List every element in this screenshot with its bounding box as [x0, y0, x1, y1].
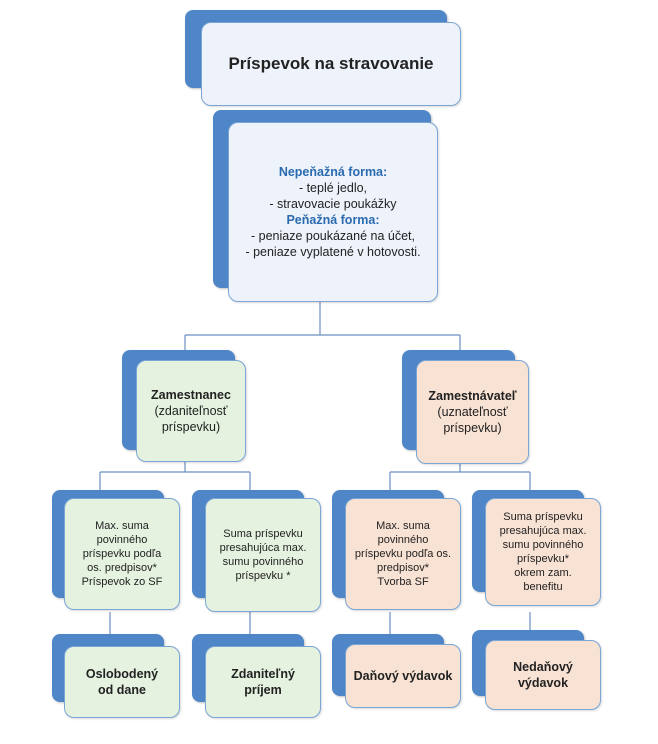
taxable-income-line-1: Zdaniteľný	[231, 667, 295, 681]
employer-excess-line-4: príspevku*	[517, 553, 569, 565]
employer-excess-line-6: benefitu	[523, 581, 563, 594]
employer-max-line-5: Tvorba SF	[377, 576, 429, 589]
employee-max-line-4: os. predpisov*	[87, 562, 157, 575]
non-tax-expense-line-1: Nedaňový	[513, 660, 573, 674]
employer-max-line-2: povinného	[377, 533, 429, 546]
taxable-income-line-2: príjem	[244, 683, 282, 697]
employee-max-line-5: Príspevok zo SF	[81, 576, 163, 589]
non-cash-item-2: - stravovacie poukážky	[269, 197, 397, 211]
employer-excess-line-5: okrem zam.	[514, 567, 572, 580]
employer-sub-2: príspevku)	[443, 421, 502, 435]
non-tax-expense-line-2: výdavok	[517, 676, 569, 690]
employer-sub-1: (uznateľnosť	[437, 405, 508, 419]
cash-item-1: - peniaze poukázané na účet,	[250, 229, 415, 243]
employee-excess-line-4: príspevku *	[235, 570, 291, 583]
employer-excess-line-1: Suma príspevku	[503, 510, 583, 523]
employer-max-line-3: príspevku podľa os.	[354, 547, 452, 560]
employee-max-line-3: príspevku podľa	[82, 547, 162, 560]
employee-sub-2: príspevku)	[161, 420, 221, 434]
employer-max-line-4: predpisov*	[377, 562, 429, 575]
employee-title: Zamestnanec	[151, 388, 231, 402]
employee-excess-line-1: Suma príspevku	[223, 527, 303, 540]
cash-label: Peňažná forma:	[286, 213, 380, 227]
employee-excess-line-3: sumu povinného	[222, 556, 304, 568]
employer-title: Zamestnávateľ	[428, 389, 517, 403]
non-cash-label: Nepeňažná forma:	[278, 165, 388, 179]
employer-excess-line-3: sumu povinného	[502, 538, 584, 551]
employer-max-line-1: Max. suma	[376, 519, 430, 532]
tax-expense-label: Daňový výdavok	[353, 669, 453, 683]
non-cash-item-1: - teplé jedlo,	[298, 181, 368, 195]
employee-max-line-2: povinného	[96, 533, 148, 546]
diagram-title: Príspevok na stravovanie	[228, 54, 434, 74]
employee-sub-1: (zdaniteľnosť	[154, 404, 228, 418]
employer-excess-line-2: presahujúca max.	[499, 524, 587, 537]
tax-exempt-line-1: Oslobodený	[85, 667, 159, 681]
tax-exempt-line-2: od dane	[98, 683, 146, 697]
employee-excess-line-2: presahujúca max.	[219, 541, 307, 554]
employee-max-line-1: Max. suma	[95, 519, 149, 532]
cash-item-2: - peniaze vyplatené v hotovosti.	[245, 245, 421, 259]
